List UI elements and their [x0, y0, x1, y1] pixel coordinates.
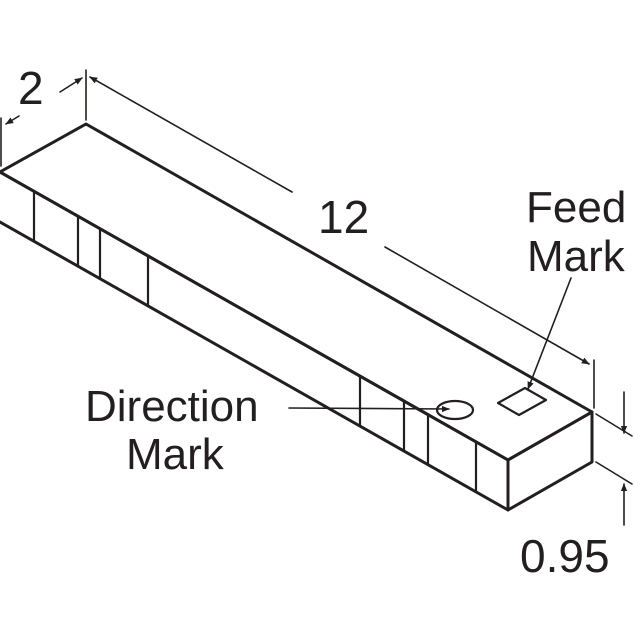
direction-mark-label-line1: Direction: [85, 382, 259, 431]
strip-end-face: [506, 410, 594, 512]
height-dimension-label: 0.95: [520, 530, 610, 582]
width-dimension-label: 2: [18, 62, 44, 114]
dimension-height: [595, 391, 633, 526]
direction-mark-leader: [288, 405, 450, 413]
length-dimension-label: 12: [318, 191, 369, 243]
feed-mark-leader: [527, 277, 572, 390]
direction-mark-ellipse: [435, 399, 475, 421]
feed-mark-label-line1: Feed: [526, 183, 626, 232]
strip-front-face: [0, 170, 510, 512]
pocket-lines: [32, 189, 478, 494]
dimension-length: [89, 76, 595, 409]
feed-mark-square: [496, 386, 548, 417]
direction-mark-label-line2: Mark: [126, 430, 225, 479]
feed-mark-label-line2: Mark: [527, 232, 626, 281]
dimension-width: [0, 69, 87, 167]
